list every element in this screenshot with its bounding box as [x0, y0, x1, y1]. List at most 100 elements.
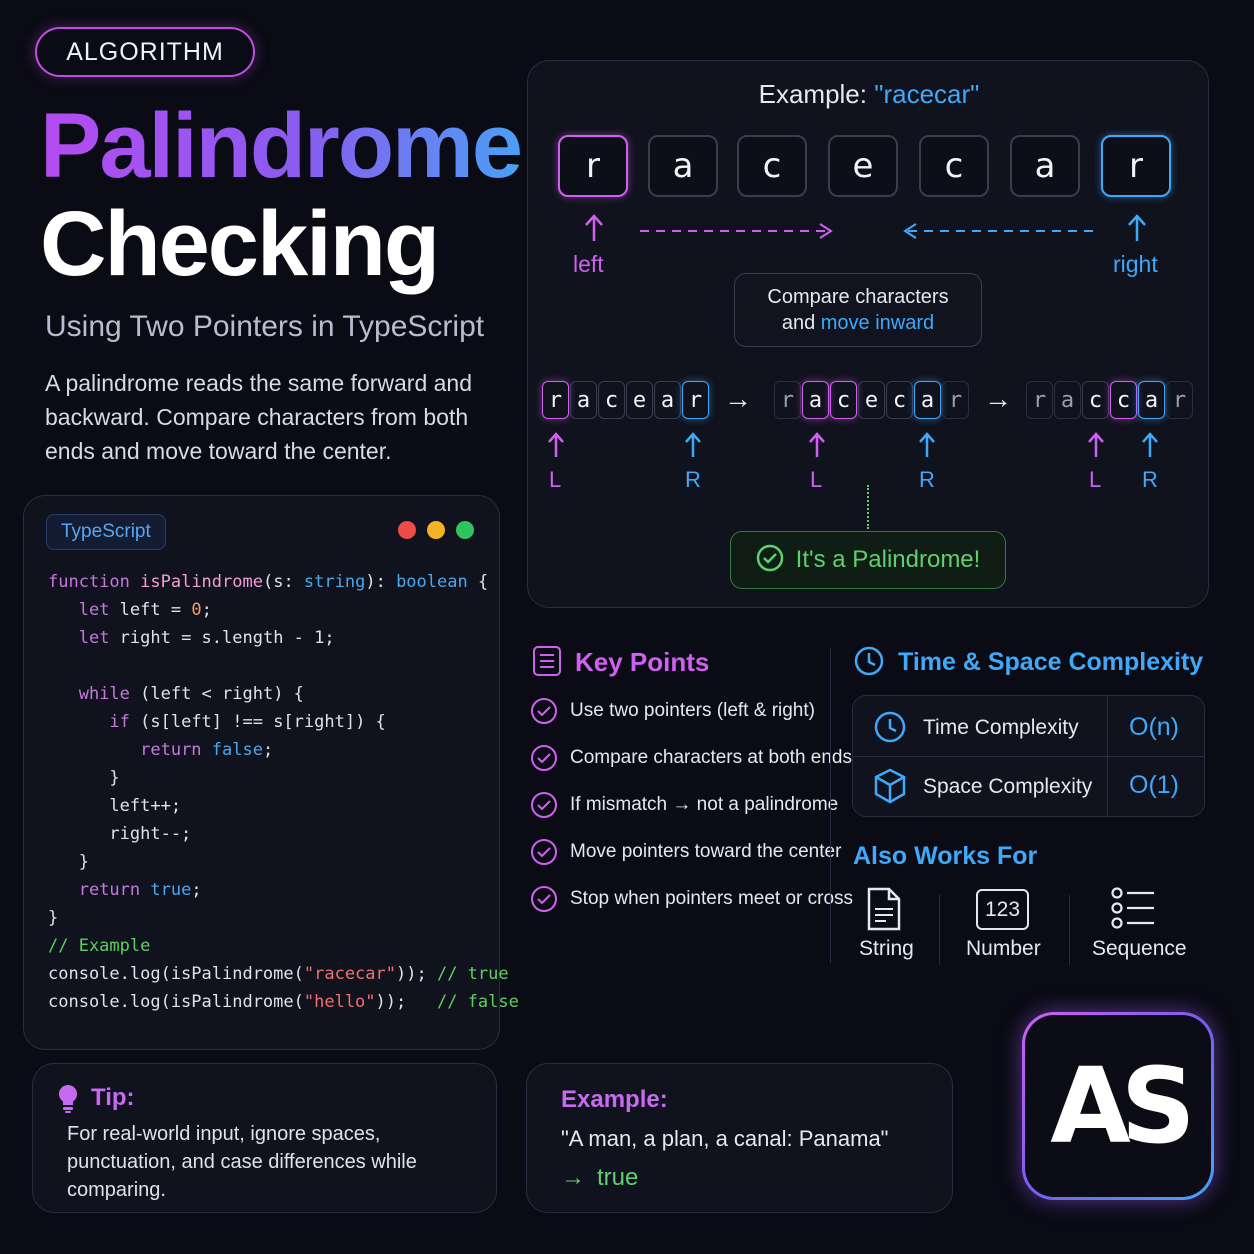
code-panel: TypeScript function isPalindrome(s: stri… [23, 495, 519, 1050]
tip-panel: Tip: For real-world input, ignore spaces… [32, 1063, 497, 1213]
pointer-L: L [1089, 467, 1102, 492]
result-text: It's a Palindrome! [795, 546, 981, 573]
key-point-text: Move pointers toward the center [570, 841, 842, 862]
step-letter: r [1026, 381, 1053, 419]
step-letter: c [830, 381, 857, 419]
letter-box: r [1101, 135, 1171, 197]
step-letter: a [914, 381, 941, 419]
page-description: A palindrome reads the same forward and … [45, 370, 473, 464]
number-icon: 123 [976, 889, 1029, 930]
pointer-R: R [919, 467, 935, 492]
page-subtitle: Using Two Pointers in TypeScript [45, 310, 485, 343]
compare-callout: Compare characters and move inward [734, 273, 982, 347]
clock-icon [853, 645, 885, 682]
list-item: Use two pointers (left & right) [530, 697, 830, 727]
lightbulb-icon [57, 1084, 79, 1114]
step-arrow: → [984, 383, 1012, 414]
tip-title: Tip: [91, 1084, 135, 1111]
result-badge: It's a Palindrome! [730, 531, 1006, 589]
time-complexity-label: Time Complexity [923, 716, 1079, 739]
time-complexity-value: O(n) [1129, 713, 1179, 741]
pointer-R: R [1142, 467, 1158, 492]
section-divider [830, 648, 831, 963]
code-block: function isPalindrome(s: string): boolea… [48, 572, 519, 1012]
also-works-title: Also Works For [853, 842, 1038, 870]
list-icon [532, 645, 562, 682]
letter-box: c [737, 135, 807, 197]
works-item-string: String [859, 937, 914, 960]
page-title-line2: Checking [40, 193, 440, 295]
dashed-arrow-left-icon [898, 219, 1098, 248]
list-item: If mismatch → not a palindrome [530, 791, 838, 824]
window-dot-green [456, 521, 474, 539]
letter-box: a [1010, 135, 1080, 197]
list-item: Stop when pointers meet or cross [530, 885, 853, 918]
logo-text: AS [1050, 1045, 1195, 1167]
divider [939, 895, 940, 965]
up-arrow-icon [917, 431, 937, 464]
check-circle-icon [530, 885, 558, 918]
compare-line1: Compare characters [767, 286, 949, 308]
check-circle-icon [756, 544, 784, 577]
table-divider [1107, 696, 1108, 816]
step-letter: a [654, 381, 681, 419]
letter-box: e [828, 135, 898, 197]
step-letter: c [1110, 381, 1137, 419]
divider [1069, 895, 1070, 965]
up-arrow-icon [583, 213, 605, 248]
key-point-text: If mismatch → not a palindrome [570, 794, 839, 815]
up-arrow-icon [807, 431, 827, 464]
window-dot-yellow [427, 521, 445, 539]
step-letter: a [570, 381, 597, 419]
example2-arrow: → [561, 1164, 585, 1191]
up-arrow-icon [1140, 431, 1160, 464]
step-letter: r [774, 381, 801, 419]
step-letter: a [1054, 381, 1081, 419]
check-circle-icon [530, 791, 558, 824]
document-icon [866, 887, 902, 936]
example-title-word: "racecar" [874, 79, 980, 109]
step-arrow: → [724, 383, 752, 414]
example2-title: Example: [561, 1086, 668, 1113]
check-circle-icon [530, 838, 558, 871]
works-item-number: Number [966, 937, 1041, 960]
step1-letters: r a c e a r [542, 381, 710, 421]
window-dot-red [398, 521, 416, 539]
dashed-arrow-right-icon [638, 219, 838, 248]
left-pointer-label: left [573, 251, 604, 277]
step-letter: e [626, 381, 653, 419]
compare-line2-prefix: and [781, 312, 816, 334]
works-item-sequence: Sequence [1092, 937, 1187, 960]
category-badge: ALGORITHM [35, 27, 255, 77]
racecar-example-panel: Example: "racecar" r a c e c a r left ri… [527, 60, 1209, 608]
page-title-line1: Palindrome [40, 95, 523, 197]
step-letter: a [1138, 381, 1165, 419]
compare-line2-highlight: move inward [820, 312, 935, 334]
example-title-prefix: Example: [758, 79, 867, 109]
up-arrow-icon [683, 431, 703, 464]
list-item: Compare characters at both ends [530, 744, 852, 774]
space-complexity-value: O(1) [1129, 771, 1179, 799]
step-letter: c [886, 381, 913, 419]
check-circle-icon [530, 697, 558, 730]
space-complexity-label: Space Complexity [923, 775, 1093, 798]
letter-box: c [919, 135, 989, 197]
step-letter: a [802, 381, 829, 419]
complexity-title: Time & Space Complexity [898, 648, 1204, 676]
complexity-table: Time Complexity O(n) Space Complexity O(… [852, 695, 1205, 817]
language-badge: TypeScript [46, 514, 166, 550]
step-letter: r [682, 381, 709, 419]
key-point-text: Use two pointers (left & right) [570, 700, 815, 721]
list-bullets-icon [1110, 886, 1156, 935]
brand-logo: AS [1022, 1012, 1214, 1200]
up-arrow-icon [1086, 431, 1106, 464]
tip-text: For real-world input, ignore spaces, pun… [67, 1123, 417, 1201]
key-points-title: Key Points [575, 647, 710, 677]
pointer-L: L [549, 467, 562, 492]
key-point-text: Compare characters at both ends [570, 747, 852, 768]
up-arrow-icon [1126, 213, 1148, 248]
list-item: Move pointers toward the center [530, 838, 841, 871]
letter-box: a [648, 135, 718, 197]
up-arrow-icon [546, 431, 566, 464]
letter-box: r [558, 135, 628, 197]
